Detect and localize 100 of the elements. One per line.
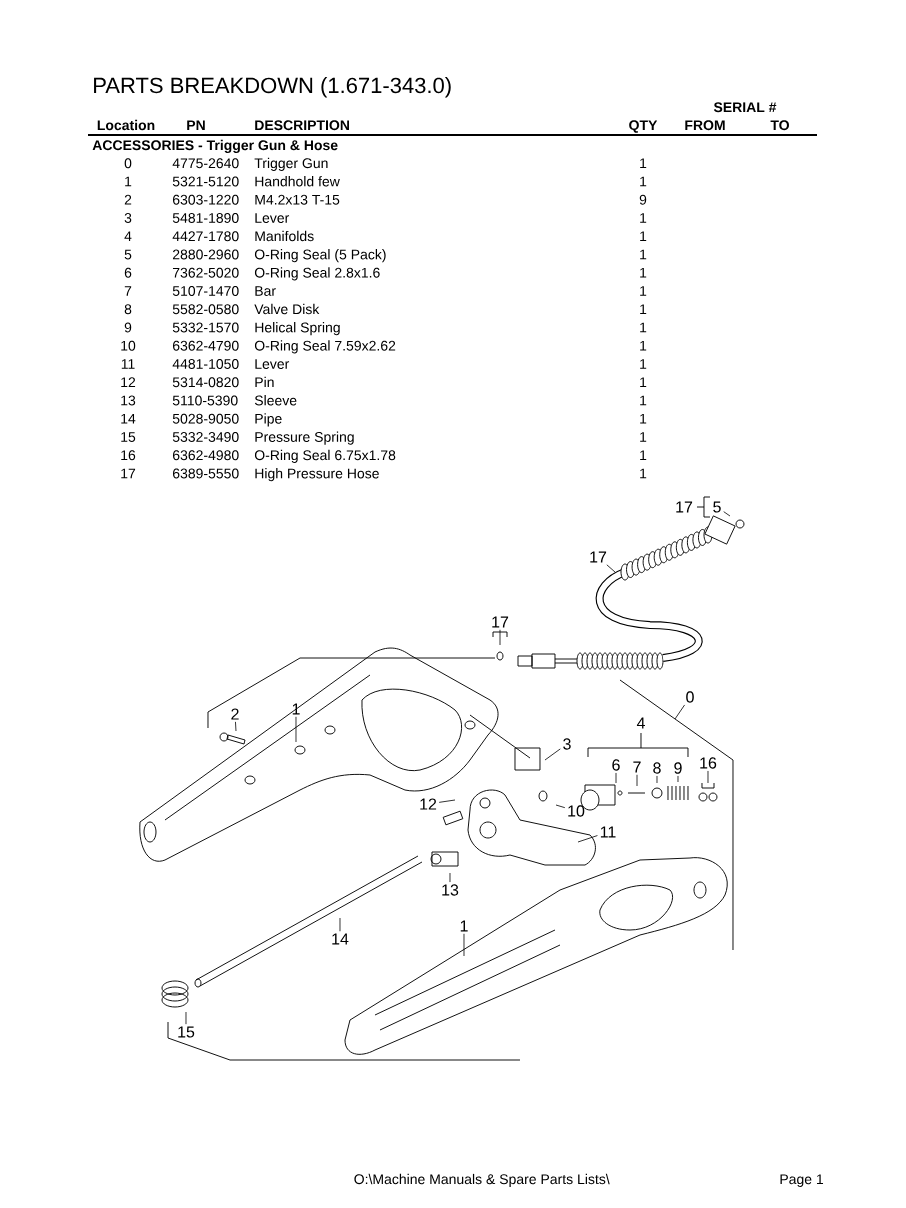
table-cell: 1 [640,286,647,296]
leader-line [606,564,616,573]
table-cell: 5332-1570 [172,322,239,333]
callout-number: 4 [636,717,645,729]
table-cell: 1 [640,468,647,479]
callout-number: 9 [674,762,682,774]
table-cell: O-Ring Seal 2.8x1.6 [254,267,380,281]
table-cell: M4.2x13 T-15 [255,194,340,205]
table-cell: 5107-1470 [172,286,239,296]
table-cell: 2 [124,194,132,205]
leader-line [235,721,237,732]
table-cell: 6303-1220 [173,194,239,205]
callout-number: 12 [420,798,437,810]
table-cell: 9 [639,194,647,205]
callout-number: 14 [332,933,349,945]
table-cell: Handhold few [255,176,340,187]
table-cell: 1 [640,377,647,387]
table-cell: 3 [124,213,132,223]
table-cell: 13 [121,395,136,406]
table-cell: 5332-3490 [172,432,239,442]
leader-line [185,1011,187,1025]
table-cell: 1 [640,249,647,260]
leader-line [677,775,679,783]
column-header: FROM [685,120,725,131]
table-cell: 1 [640,340,647,351]
table-cell: 1 [640,158,647,168]
table-cell: 1 [640,213,647,223]
table-cell: 10 [121,340,136,351]
table-cell: 5582-0580 [172,304,239,315]
callout-number: 5 [713,501,721,513]
callout-number: 8 [653,762,661,774]
leader-line [615,772,617,784]
leader-line [656,775,658,784]
leader-line [577,835,598,843]
table-cell: 12 [121,377,136,387]
leader-line [544,748,561,761]
table-cell: Bar [255,286,276,296]
table-cell: 7362-5020 [173,267,239,278]
table-cell: Manifolds [255,230,314,242]
table-cell: 1 [640,359,647,369]
table-cell: 17 [121,468,136,479]
column-header: Location [97,119,155,131]
leader-line [674,704,685,720]
table-cell: 6389-5550 [173,468,239,479]
table-cell: 7 [124,286,132,296]
table-cell: 1 [640,395,647,406]
callout-number: 1 [460,920,468,932]
leader-line [449,872,451,883]
leader-line [636,774,638,787]
table-cell: 1 [640,450,647,460]
table-cell: 5321-5120 [172,176,239,187]
leader-line [438,799,456,803]
title: PARTS BREAKDOWN (1.671-343.0) [94,77,451,98]
table-cell: 14 [121,413,136,424]
leader-line [499,629,501,646]
table-cell: 6362-4980 [173,450,239,461]
table-cell: 8 [124,304,132,315]
table-cell: O-Ring Seal (5 Pack) [254,249,386,263]
table-cell: High Pressure Hose [255,468,379,482]
column-header: QTY [629,120,658,133]
leader-line [555,804,566,809]
column-header: TO [770,120,789,131]
page-number: Page 1 [780,1174,823,1187]
table-cell: 4 [124,231,132,241]
callout-number: 3 [563,738,571,750]
column-header: DESCRIPTION [255,120,349,131]
callout-number: 0 [686,691,694,703]
table-cell: 1 [640,413,647,424]
callout-number: 6 [612,759,620,771]
callout-number: 15 [178,1026,195,1038]
table-cell: 4481-1050 [172,359,239,369]
section-heading: ACCESSORIES - Trigger Gun & Hose [92,139,338,153]
table-cell: Pin [255,376,274,387]
callout-number: 17 [676,501,693,513]
table-cell: 1 [640,304,647,314]
table-cell: Pipe [255,413,282,427]
table-cell: 1 [640,231,647,241]
leader-line [295,716,297,743]
callout-number: 13 [442,884,459,896]
column-header: SERIAL # [713,102,777,113]
table-cell: 5 [124,249,132,260]
column-header: PN [187,120,205,130]
table-cell: 16 [121,450,136,461]
table-cell: Lever [255,213,290,223]
table-cell: Trigger Gun [254,157,328,171]
table-cell: 6362-4790 [173,340,239,351]
callout-number: 16 [700,757,717,769]
table-cell: 2880-2960 [173,249,239,260]
table-cell: 1 [125,176,132,187]
callout-number: 10 [568,805,585,817]
table-cell: Sleeve [254,395,297,406]
callout-number: 17 [590,551,607,563]
table-cell: O-Ring Seal 6.75x1.78 [254,449,396,463]
table-cell: 5314-0820 [172,377,239,388]
table-cell: 5481-1890 [172,213,239,223]
table-cell: 5110-5390 [172,395,238,406]
table-cell: 5028-9050 [172,413,239,424]
table-cell: Helical Spring [255,322,340,336]
table-cell: 15 [121,432,136,442]
leader-line [723,511,731,517]
